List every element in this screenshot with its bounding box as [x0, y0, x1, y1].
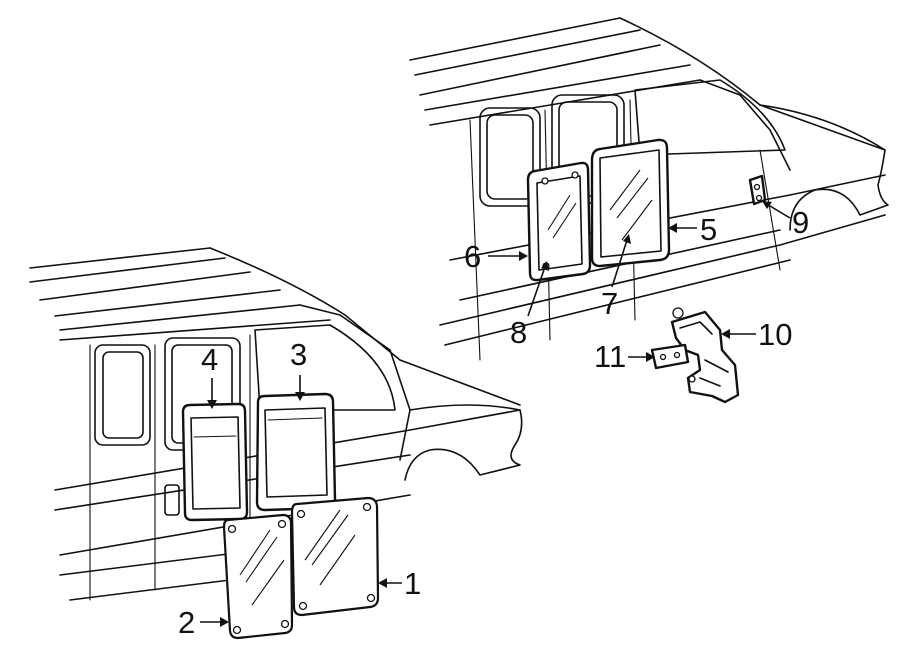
glass-2: [222, 513, 294, 640]
callout-1: 1: [404, 566, 421, 601]
glass-1: [290, 496, 380, 617]
callout-6: 6: [464, 239, 481, 274]
callout-2: 2: [178, 605, 195, 640]
callout-7: 7: [601, 286, 618, 321]
van-side-view: [409, 17, 889, 361]
hinge-bracket-11: [650, 343, 690, 370]
leader-8: [527, 263, 547, 317]
callout-10: 10: [758, 317, 792, 352]
seal-6: [526, 161, 592, 282]
callout-leaders: [200, 201, 791, 627]
hinge-assembly-10: [670, 307, 740, 404]
callout-8: 8: [510, 315, 527, 350]
callout-11: 11: [594, 339, 626, 374]
seal-3: [255, 392, 337, 512]
glass-7: [609, 169, 653, 241]
callout-4: 4: [201, 342, 218, 377]
callout-5: 5: [700, 212, 717, 247]
callout-labels: 1 2 3 4 5 6 7 8 9 10 11: [178, 205, 809, 640]
seal-5: [590, 138, 671, 268]
seal-4: [181, 402, 249, 522]
callout-3: 3: [290, 337, 307, 372]
latch-9: [748, 174, 767, 206]
leader-7: [611, 236, 629, 288]
callout-9: 9: [792, 205, 809, 240]
